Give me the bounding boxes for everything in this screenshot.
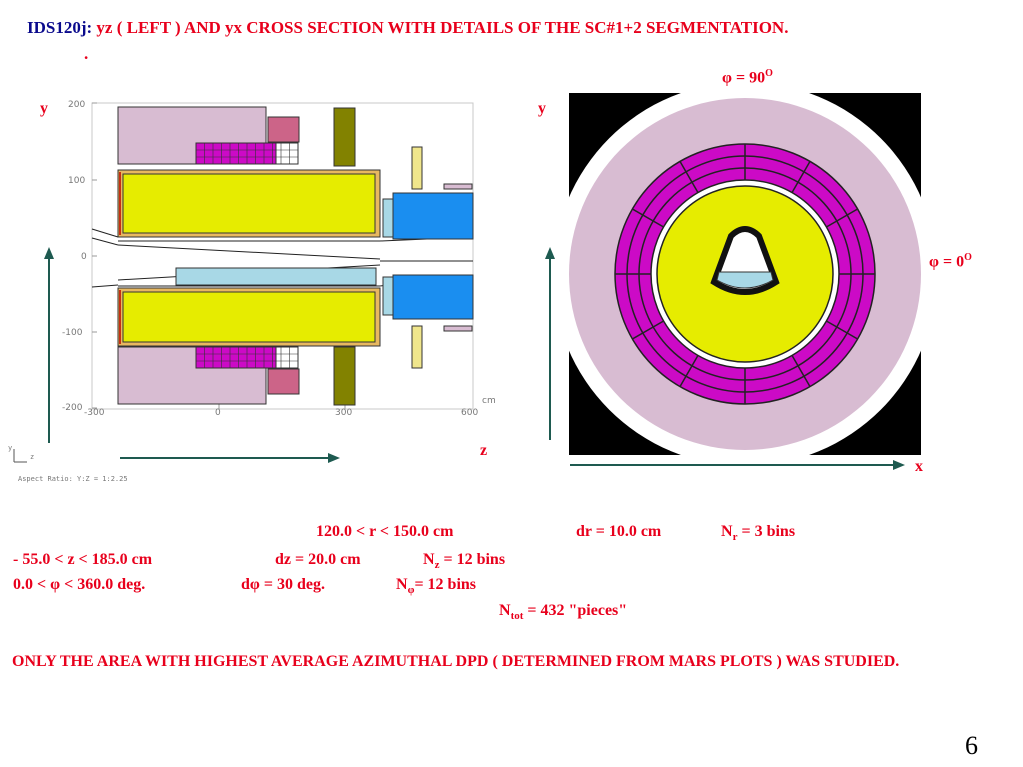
page-number: 6 [965, 731, 978, 760]
x-tick-300: 300 [335, 408, 352, 418]
r-range: 120.0 < r < 150.0 cm [316, 523, 454, 540]
phi-0-symbol: φ [929, 253, 939, 271]
right-y-arrow-overlay [545, 247, 555, 440]
lower-blue-magnet [392, 274, 474, 320]
phi-range: 0.0 < φ < 360.0 deg. [13, 576, 146, 593]
upper-yellow-slab [411, 146, 423, 190]
phi-90-degree: O [765, 68, 773, 79]
aspect-ratio-label: Aspect Ratio: Y:Z = 1:2.25 [18, 475, 128, 483]
x-tick-minus-300: -300 [84, 408, 105, 418]
tick-marks [92, 102, 346, 409]
top-sc-segmentation-grid [195, 142, 299, 165]
y-axis-arrowhead [44, 247, 54, 259]
yz-cross-section-figure: 200 100 0 -100 -200 -300 0 300 600 cm [8, 100, 496, 483]
phi-90-label: φ = 90O [722, 68, 773, 87]
upper-small-block [443, 183, 473, 190]
nz-subscript: z [434, 559, 440, 572]
upper-blue-step [382, 198, 394, 238]
bottom-pink-block [267, 368, 300, 395]
lower-small-block [443, 325, 473, 332]
right-y-arrowhead [545, 247, 555, 259]
phi-0-label: φ = 0O [929, 252, 972, 271]
lower-yellow-slab [411, 325, 423, 369]
upper-blue-magnet [392, 192, 474, 240]
yx-cross-section-figure [560, 85, 930, 470]
title-text: yz ( LEFT ) AND yx CROSS SECTION WITH DE… [96, 18, 789, 37]
y-tick-0: 0 [81, 252, 87, 262]
nz-text: = 12 bins [439, 551, 506, 568]
lower-coil-yellow [122, 291, 376, 343]
nphi-bins: Nφ= 12 bins [396, 576, 476, 596]
dz-value: dz = 20.0 cm [275, 551, 361, 568]
x-tick-600: 600 [461, 408, 478, 418]
bottom-olive-block [333, 346, 356, 406]
ntot-subscript: tot [510, 610, 524, 623]
right-y-label: y [538, 100, 546, 117]
left-y-label: y [40, 100, 48, 117]
right-x-label: x [915, 458, 923, 475]
x-tick-0: 0 [215, 408, 221, 418]
nphi-symbol: N [396, 576, 408, 593]
upper-coil-yellow [122, 173, 376, 234]
nr-subscript: r [732, 531, 738, 544]
nr-bins: Nr = 3 bins [721, 523, 795, 543]
ntot-text: = 432 "pieces" [523, 602, 628, 619]
phi-0-value: = 0 [938, 253, 965, 271]
nr-symbol: N [721, 523, 733, 540]
y-tick-minus-100: -100 [62, 328, 83, 338]
study-note: ONLY THE AREA WITH HIGHEST AVERAGE AZIMU… [12, 653, 900, 670]
y-tick-100: 100 [68, 176, 85, 186]
phi-0-degree: O [964, 252, 972, 263]
axis-triad-icon [13, 449, 27, 463]
nr-text: = 3 bins [737, 523, 796, 540]
slide-title: IDS120j: yz ( LEFT ) AND yx CROSS SECTIO… [27, 18, 788, 38]
nz-bins: Nz = 12 bins [423, 551, 505, 571]
axis-triad-z: z [30, 453, 34, 461]
nphi-subscript: φ [407, 584, 415, 597]
title-id: IDS120j: [27, 18, 93, 37]
target-region [175, 267, 377, 286]
left-z-label: z [480, 442, 488, 459]
bottom-sc-segmentation-grid [195, 346, 299, 369]
lower-blue-step [382, 276, 394, 316]
phi-90-symbol: φ [722, 69, 732, 87]
axis-triad-y: y [8, 444, 12, 452]
unit-cm: cm [482, 396, 496, 406]
z-range: - 55.0 < z < 185.0 cm [13, 551, 153, 568]
beam-pipe-target [716, 271, 774, 289]
y-tick-minus-200: -200 [62, 403, 83, 413]
y-tick-200: 200 [68, 100, 85, 110]
phi-90-value: = 90 [731, 69, 766, 87]
ntot-symbol: N [499, 602, 511, 619]
z-axis-arrowhead [328, 453, 340, 463]
top-olive-block [333, 107, 356, 167]
top-pink-block [267, 116, 300, 143]
x-axis-arrowhead [893, 460, 905, 470]
ntot-pieces: Ntot = 432 "pieces" [499, 602, 627, 622]
title-dot: . [84, 44, 89, 63]
sc-azimuthal-bins [615, 144, 875, 404]
dr-value: dr = 10.0 cm [576, 523, 662, 540]
nz-symbol: N [423, 551, 435, 568]
nphi-text: = 12 bins [414, 576, 477, 593]
dphi-value: dφ = 30 deg. [241, 576, 325, 593]
